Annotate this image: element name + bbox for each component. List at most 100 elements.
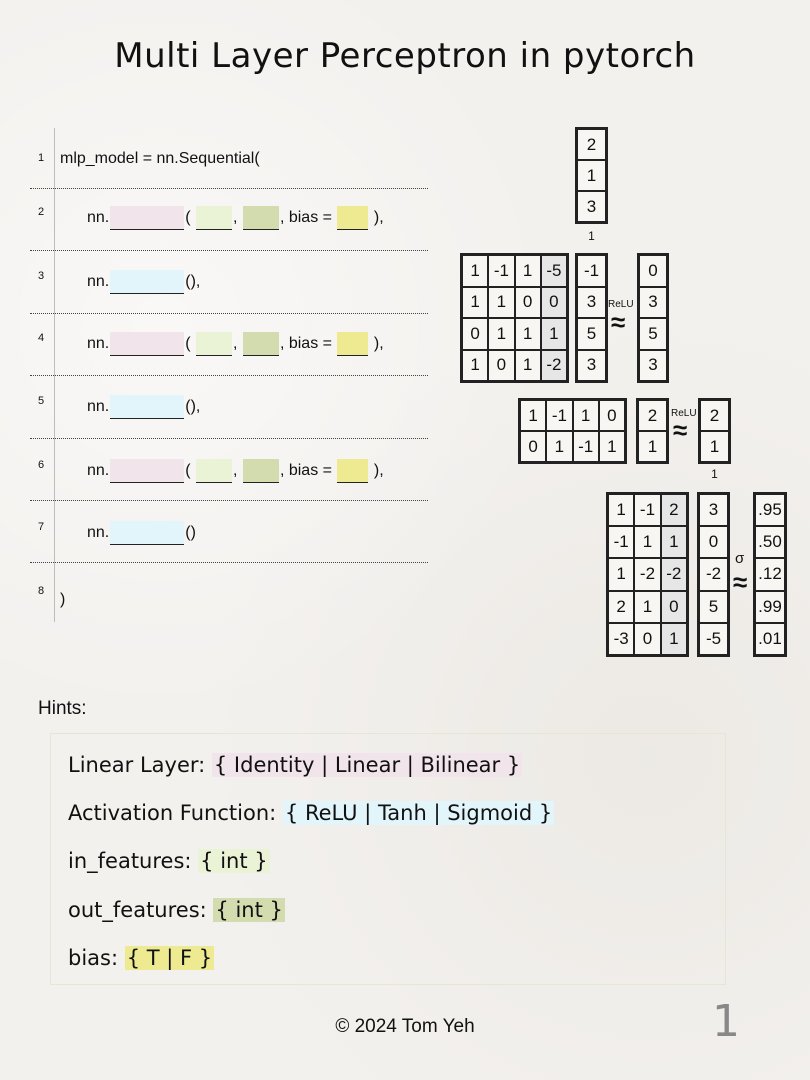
hint-options: { int } xyxy=(213,898,285,922)
vector-cell: .50 xyxy=(755,526,785,559)
bias-cell: -5 xyxy=(540,255,567,287)
hint-options: { int } xyxy=(198,849,270,873)
hint-name: Activation Function: xyxy=(68,801,277,825)
code-line-4: 4 nn.( , , bias = ), xyxy=(30,332,428,394)
matrix-cell: 1 xyxy=(608,494,635,527)
matrix-cell: 0 xyxy=(514,286,541,318)
nn-prefix: nn. xyxy=(87,335,110,352)
layer2-weight-matrix: 1 -1 1 0 0 1 -1 1 xyxy=(518,398,627,464)
code-line-1: 1 mlp_model = nn.Sequential( xyxy=(30,150,428,212)
matrix-cell: 0 xyxy=(462,318,489,350)
open-paren: ( xyxy=(185,209,191,226)
vector-cell: 5 xyxy=(639,318,667,350)
matrix-cell: 1 xyxy=(488,318,515,350)
matrix-cell: 1 xyxy=(462,286,489,318)
bias-one-label: 1 xyxy=(588,229,595,243)
code-line-2: 2 nn.( , , bias = ), xyxy=(30,206,428,268)
hint-name: out_features: xyxy=(68,898,207,922)
layer3-pre-activation: 3 0 -2 5 -5 xyxy=(697,492,730,657)
matrix-cell: 1 xyxy=(520,400,547,431)
in-features-blank[interactable] xyxy=(196,332,233,356)
hint-name: in_features: xyxy=(68,849,192,873)
close-paren: () xyxy=(185,524,196,541)
matrix-cell: 2 xyxy=(608,590,635,623)
nn-prefix: nn. xyxy=(87,273,110,290)
out-features-blank[interactable] xyxy=(242,332,279,356)
matrix-cell: 1 xyxy=(514,255,541,287)
matrix-cell: -1 xyxy=(572,431,599,462)
line-number: 7 xyxy=(38,521,45,533)
matrix-cell: 1 xyxy=(634,526,661,559)
matrix-cell: 0 xyxy=(488,349,515,381)
matrix-cell: 1 xyxy=(598,431,625,462)
nn-prefix: nn. xyxy=(87,524,110,541)
in-features-blank[interactable] xyxy=(196,459,233,483)
matrix-cell: 0 xyxy=(598,400,625,431)
matrix-cell: 1 xyxy=(514,349,541,381)
close-paren: ), xyxy=(373,209,384,226)
open-paren: ( xyxy=(185,335,191,352)
matrix-cell: -1 xyxy=(488,255,515,287)
vector-cell: 3 xyxy=(699,494,728,527)
line-number: 2 xyxy=(38,206,45,218)
code-line-6: 6 nn.( , , bias = ), xyxy=(30,459,428,521)
bias-cell: 0 xyxy=(660,590,687,623)
activation-blank[interactable] xyxy=(110,521,185,545)
linear-layer-blank[interactable] xyxy=(110,206,185,230)
layer2-output: 2 1 xyxy=(698,398,731,464)
linear-layer-blank[interactable] xyxy=(110,459,185,483)
line-separator xyxy=(30,438,428,439)
line-number: 3 xyxy=(38,270,45,282)
bias-blank[interactable] xyxy=(337,332,369,356)
vector-cell: 2 xyxy=(700,400,729,431)
activation-blank[interactable] xyxy=(110,270,185,294)
bias-blank[interactable] xyxy=(337,459,369,483)
approx-icon: ≈ xyxy=(673,415,688,445)
vector-cell: .12 xyxy=(755,558,785,591)
linear-layer-blank[interactable] xyxy=(110,332,185,356)
layer3-output: .95 .50 .12 .99 .01 xyxy=(753,492,787,657)
vector-cell: 3 xyxy=(577,349,606,381)
matrix-cell: -1 xyxy=(634,494,661,527)
hint-bias: bias: { T | F } xyxy=(68,941,215,975)
comma: , xyxy=(233,462,238,479)
bias-label: bias = xyxy=(288,462,332,479)
hint-name: bias: xyxy=(68,946,119,970)
vector-cell: .01 xyxy=(755,622,785,655)
out-features-blank[interactable] xyxy=(242,459,279,483)
relu-label: ReLU xyxy=(671,408,697,419)
matrix-cell: -2 xyxy=(634,558,661,591)
activation-blank[interactable] xyxy=(110,395,185,419)
vector-cell: 0 xyxy=(699,526,728,559)
bias-cell: 1 xyxy=(660,622,687,655)
hint-options: { T | F } xyxy=(124,946,215,970)
in-features-blank[interactable] xyxy=(196,206,233,230)
vector-cell: 3 xyxy=(639,349,667,381)
matrix-cell: -1 xyxy=(546,400,573,431)
vector-cell: 5 xyxy=(699,590,728,623)
hint-options: { Identity | Linear | Bilinear } xyxy=(211,753,523,777)
vector-cell: .99 xyxy=(755,590,785,623)
nn-prefix: nn. xyxy=(87,209,110,226)
vector-cell: 3 xyxy=(577,191,606,222)
code-line-8: 8 ) xyxy=(30,585,428,647)
matrix-cell: 1 xyxy=(608,558,635,591)
vector-cell: 1 xyxy=(700,431,729,462)
matrix-cell: 1 xyxy=(488,286,515,318)
bias-blank[interactable] xyxy=(337,206,369,230)
vector-cell: 2 xyxy=(577,129,606,160)
page-number: 1 xyxy=(712,996,740,1047)
bias-cell: -2 xyxy=(660,558,687,591)
layer1-pre-activation: -1 3 5 3 xyxy=(575,253,608,383)
line-separator xyxy=(30,250,428,251)
nn-prefix: nn. xyxy=(87,462,110,479)
matrix-cell: 1 xyxy=(572,400,599,431)
nn-prefix: nn. xyxy=(87,398,110,415)
bias-label: bias = xyxy=(288,335,332,352)
line-separator xyxy=(30,562,428,563)
vector-cell: -1 xyxy=(577,255,606,287)
out-features-blank[interactable] xyxy=(242,206,279,230)
hint-options: { ReLU | Tanh | Sigmoid } xyxy=(282,801,555,825)
comma: , xyxy=(233,335,238,352)
line-separator xyxy=(30,500,428,501)
